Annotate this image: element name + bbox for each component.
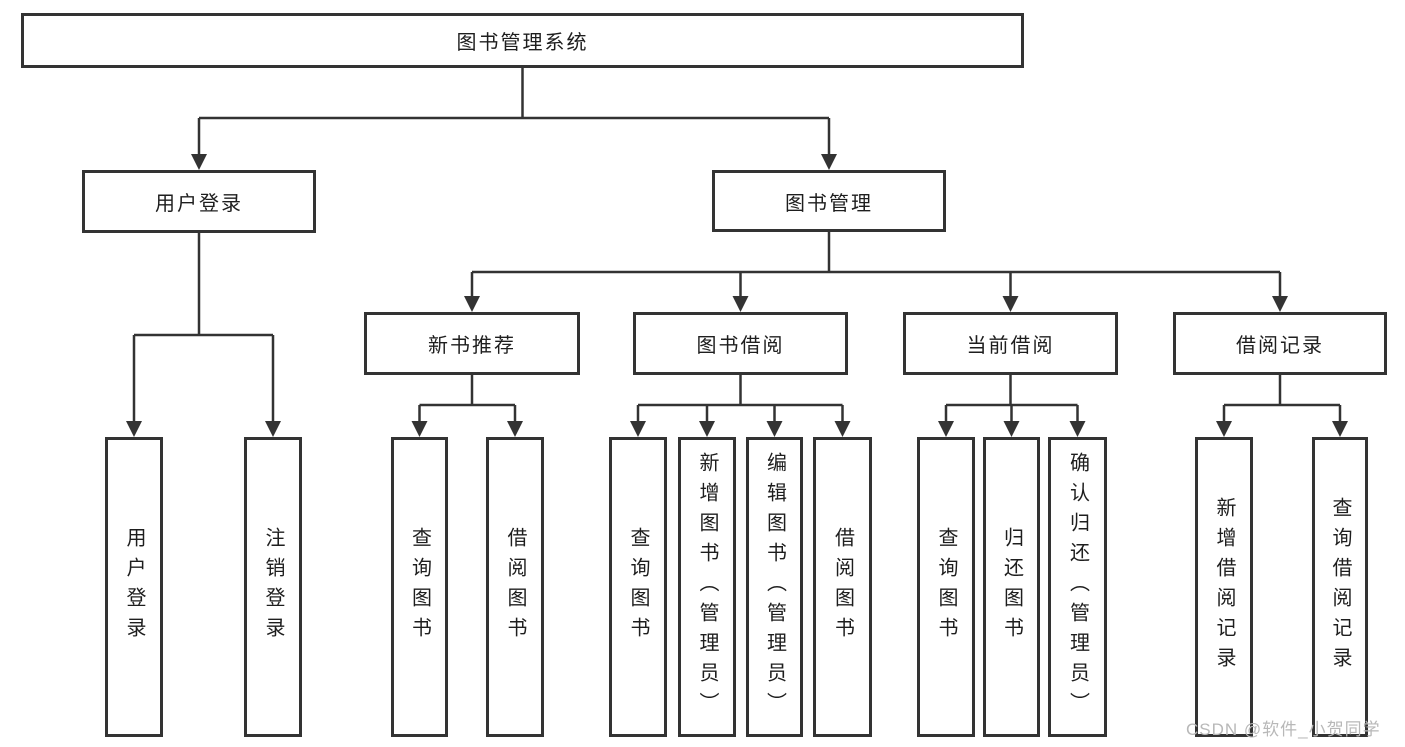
leaf-return-books: 归还图书 bbox=[983, 437, 1040, 737]
connector-current-to-leaves bbox=[938, 375, 1086, 437]
arrowhead-icon bbox=[464, 296, 480, 312]
arrowhead-icon bbox=[411, 421, 428, 437]
arrowhead-icon bbox=[1216, 421, 1232, 437]
leaf-borrow-books: 借阅图书 bbox=[486, 437, 544, 737]
node-borrow-records: 借阅记录 bbox=[1173, 312, 1387, 375]
leaf-borrow-books: 借阅图书 bbox=[813, 437, 872, 737]
arrowhead-icon bbox=[1272, 296, 1288, 312]
leaf-confirm-return-admin: 确认归还（管理员） bbox=[1048, 437, 1107, 737]
arrowhead-icon bbox=[1332, 421, 1348, 437]
watermark: CSDN @软件_小贺同学 bbox=[1186, 720, 1381, 739]
connector-mgmt-to-level3 bbox=[464, 232, 1288, 312]
arrowhead-icon bbox=[1002, 296, 1019, 312]
arrowhead-icon bbox=[821, 154, 837, 170]
arrowhead-icon bbox=[630, 421, 646, 437]
leaf-query-books: 查询图书 bbox=[391, 437, 448, 737]
arrowhead-icon bbox=[265, 421, 281, 437]
node-book-management: 图书管理 bbox=[712, 170, 946, 232]
leaf-query-borrow-record: 查询借阅记录 bbox=[1312, 437, 1368, 737]
arrowhead-icon bbox=[766, 421, 783, 437]
leaf-user-login: 用户登录 bbox=[105, 437, 163, 737]
node-user-login: 用户登录 bbox=[82, 170, 316, 233]
node-book-borrow: 图书借阅 bbox=[633, 312, 848, 375]
arrowhead-icon bbox=[732, 296, 749, 312]
arrowhead-icon bbox=[1069, 421, 1086, 437]
node-library-system: 图书管理系统 bbox=[21, 13, 1024, 68]
leaf-logout: 注销登录 bbox=[244, 437, 302, 737]
node-new-book-recommend: 新书推荐 bbox=[364, 312, 580, 375]
arrowhead-icon bbox=[938, 421, 954, 437]
connector-login-to-leaves bbox=[126, 233, 281, 437]
connector-borrow-to-leaves bbox=[630, 375, 851, 437]
leaf-query-books: 查询图书 bbox=[609, 437, 667, 737]
arrowhead-icon bbox=[191, 154, 207, 170]
arrowhead-icon bbox=[834, 421, 851, 437]
leaf-add-books-admin: 新增图书（管理员） bbox=[678, 437, 736, 737]
leaf-edit-books-admin: 编辑图书（管理员） bbox=[746, 437, 803, 737]
node-current-borrow: 当前借阅 bbox=[903, 312, 1118, 375]
arrowhead-icon bbox=[126, 421, 142, 437]
arrowhead-icon bbox=[507, 421, 523, 437]
leaf-query-books: 查询图书 bbox=[917, 437, 975, 737]
arrowhead-icon bbox=[1003, 421, 1020, 437]
leaf-add-borrow-record: 新增借阅记录 bbox=[1195, 437, 1253, 737]
connector-records-to-leaves bbox=[1216, 375, 1348, 437]
connector-root-to-level2 bbox=[191, 68, 837, 170]
arrowhead-icon bbox=[699, 421, 715, 437]
connector-newrec-to-leaves bbox=[411, 375, 523, 437]
